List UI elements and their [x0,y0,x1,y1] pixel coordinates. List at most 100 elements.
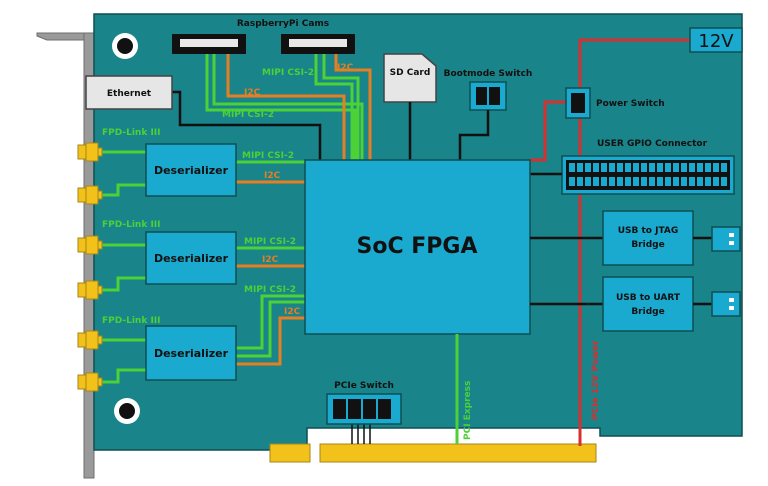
camera-traces [205,54,372,160]
gpio-pin [577,163,583,172]
camera-connector-1 [172,34,246,54]
deserializer-1-label: Deserializer [154,164,229,177]
gpio-pin [705,163,711,172]
pcie-switch-label: PCIe Switch [334,381,394,391]
pcie-switch[interactable] [326,393,402,444]
sd-card-label: SD Card [390,68,431,78]
gpio-pin [721,163,727,172]
deser1-mipi-label: MIPI CSI-2 [242,151,294,161]
usb-uart-bridge: USB to UART Bridge [602,276,712,332]
power-switch[interactable] [565,87,591,119]
deser1-i2c-label: I2C [264,171,281,181]
pci-express-label: PCI Express [463,381,473,440]
gpio-pin [713,163,719,172]
mounting-hole-top [112,33,138,59]
gpio-pin [697,163,703,172]
gpio-pin [617,163,623,172]
mounting-hole-bottom [114,398,140,424]
soc-fpga: SoC FPGA [304,159,531,335]
gpio-pin [641,163,647,172]
gpio-pin [713,177,719,186]
gpio-pin [657,163,663,172]
gpio-pin [577,177,583,186]
camera-connector-2 [281,34,355,54]
gpio-pin [585,163,591,172]
gpio-pin [681,177,687,186]
gpio-pin [649,163,655,172]
gpio-pin [721,177,727,186]
gpio-pin [657,177,663,186]
cam1-mipi-label: MIPI CSI-2 [222,110,274,120]
cam2-i2c-label: I2C [337,63,354,73]
gpio-pin [689,177,695,186]
deser2-mipi-label: MIPI CSI-2 [244,237,296,247]
cam2-mipi-label: MIPI CSI-2 [262,68,314,78]
gpio-pin [569,163,575,172]
usb-jtag-label-line1: USB to JTAG [618,226,679,236]
deserializer-section-1: Deserializer MIPI CSI-2 I2C FPD-Link III [97,128,305,197]
gpio-pin [569,177,575,186]
usb-uart-label-line1: USB to UART [616,293,681,303]
sd-card-slot: SD Card [383,53,437,160]
gpio-pin [617,177,623,186]
gpio-pin [697,177,703,186]
gpio-pin [609,177,615,186]
usb-jtag-label-line2: Bridge [631,240,664,250]
deser3-mipi-label: MIPI CSI-2 [244,285,296,295]
gpio-pin [625,163,631,172]
pcie-12v-power-label: PCIe 12V Power [591,339,601,420]
soc-fpga-label: SoC FPGA [357,234,478,259]
cam1-i2c-label: I2C [244,88,261,98]
usb-jtag-port [711,226,741,252]
gpio-pin [705,177,711,186]
deser2-i2c-label: I2C [262,255,279,265]
deserializer-section-3: Deserializer MIPI CSI-2 I2C FPD-Link III [97,285,305,384]
power-12v-label: 12V [698,31,734,52]
fpd-link-3-label: FPD-Link III [102,316,161,326]
gpio-pin [585,177,591,186]
bootmode-switch[interactable] [458,81,507,160]
pcie-edge-connector-small [269,443,311,463]
usb-uart-label-line2: Bridge [631,307,664,317]
gpio-pin [593,177,599,186]
gpio-connector-label: USER GPIO Connector [597,139,708,149]
gpio-pin [609,163,615,172]
power-switch-label: Power Switch [596,99,665,109]
gpio-connector [530,155,735,195]
gpio-pin [625,177,631,186]
deserializer-3-label: Deserializer [154,347,229,360]
usb-jtag-bridge: USB to JTAG Bridge [602,210,712,266]
gpio-pin [633,163,639,172]
power-12v-trace [530,38,690,446]
usb-uart-port [711,291,741,317]
gpio-pin [681,163,687,172]
gpio-pin [673,177,679,186]
coax-connector [77,142,103,162]
bootmode-switch-label: Bootmode Switch [444,69,533,79]
gpio-pin [641,177,647,186]
gpio-pin [673,163,679,172]
gpio-pin [665,163,671,172]
fpd-link-2-label: FPD-Link III [102,220,161,230]
gpio-pin [601,163,607,172]
ethernet-port: Ethernet [85,75,173,110]
coax-connector [77,235,103,255]
coax-connector [77,185,103,205]
deserializer-section-2: Deserializer MIPI CSI-2 I2C FPD-Link III [97,220,305,292]
gpio-pin [633,177,639,186]
ethernet-trace [172,90,322,160]
deser3-i2c-label: I2C [284,307,301,317]
gpio-pin [689,163,695,172]
gpio-pin [649,177,655,186]
coax-connector [77,330,103,350]
deserializer-2-label: Deserializer [154,252,229,265]
pcie-edge-connector-main [319,443,597,463]
power-12v-box: 12V [689,27,743,53]
coax-connector [77,372,103,392]
gpio-pin [665,177,671,186]
coax-connector [77,280,103,300]
fpd-link-connectors [77,142,103,392]
gpio-pin [601,177,607,186]
fpd-link-1-label: FPD-Link III [102,128,161,138]
